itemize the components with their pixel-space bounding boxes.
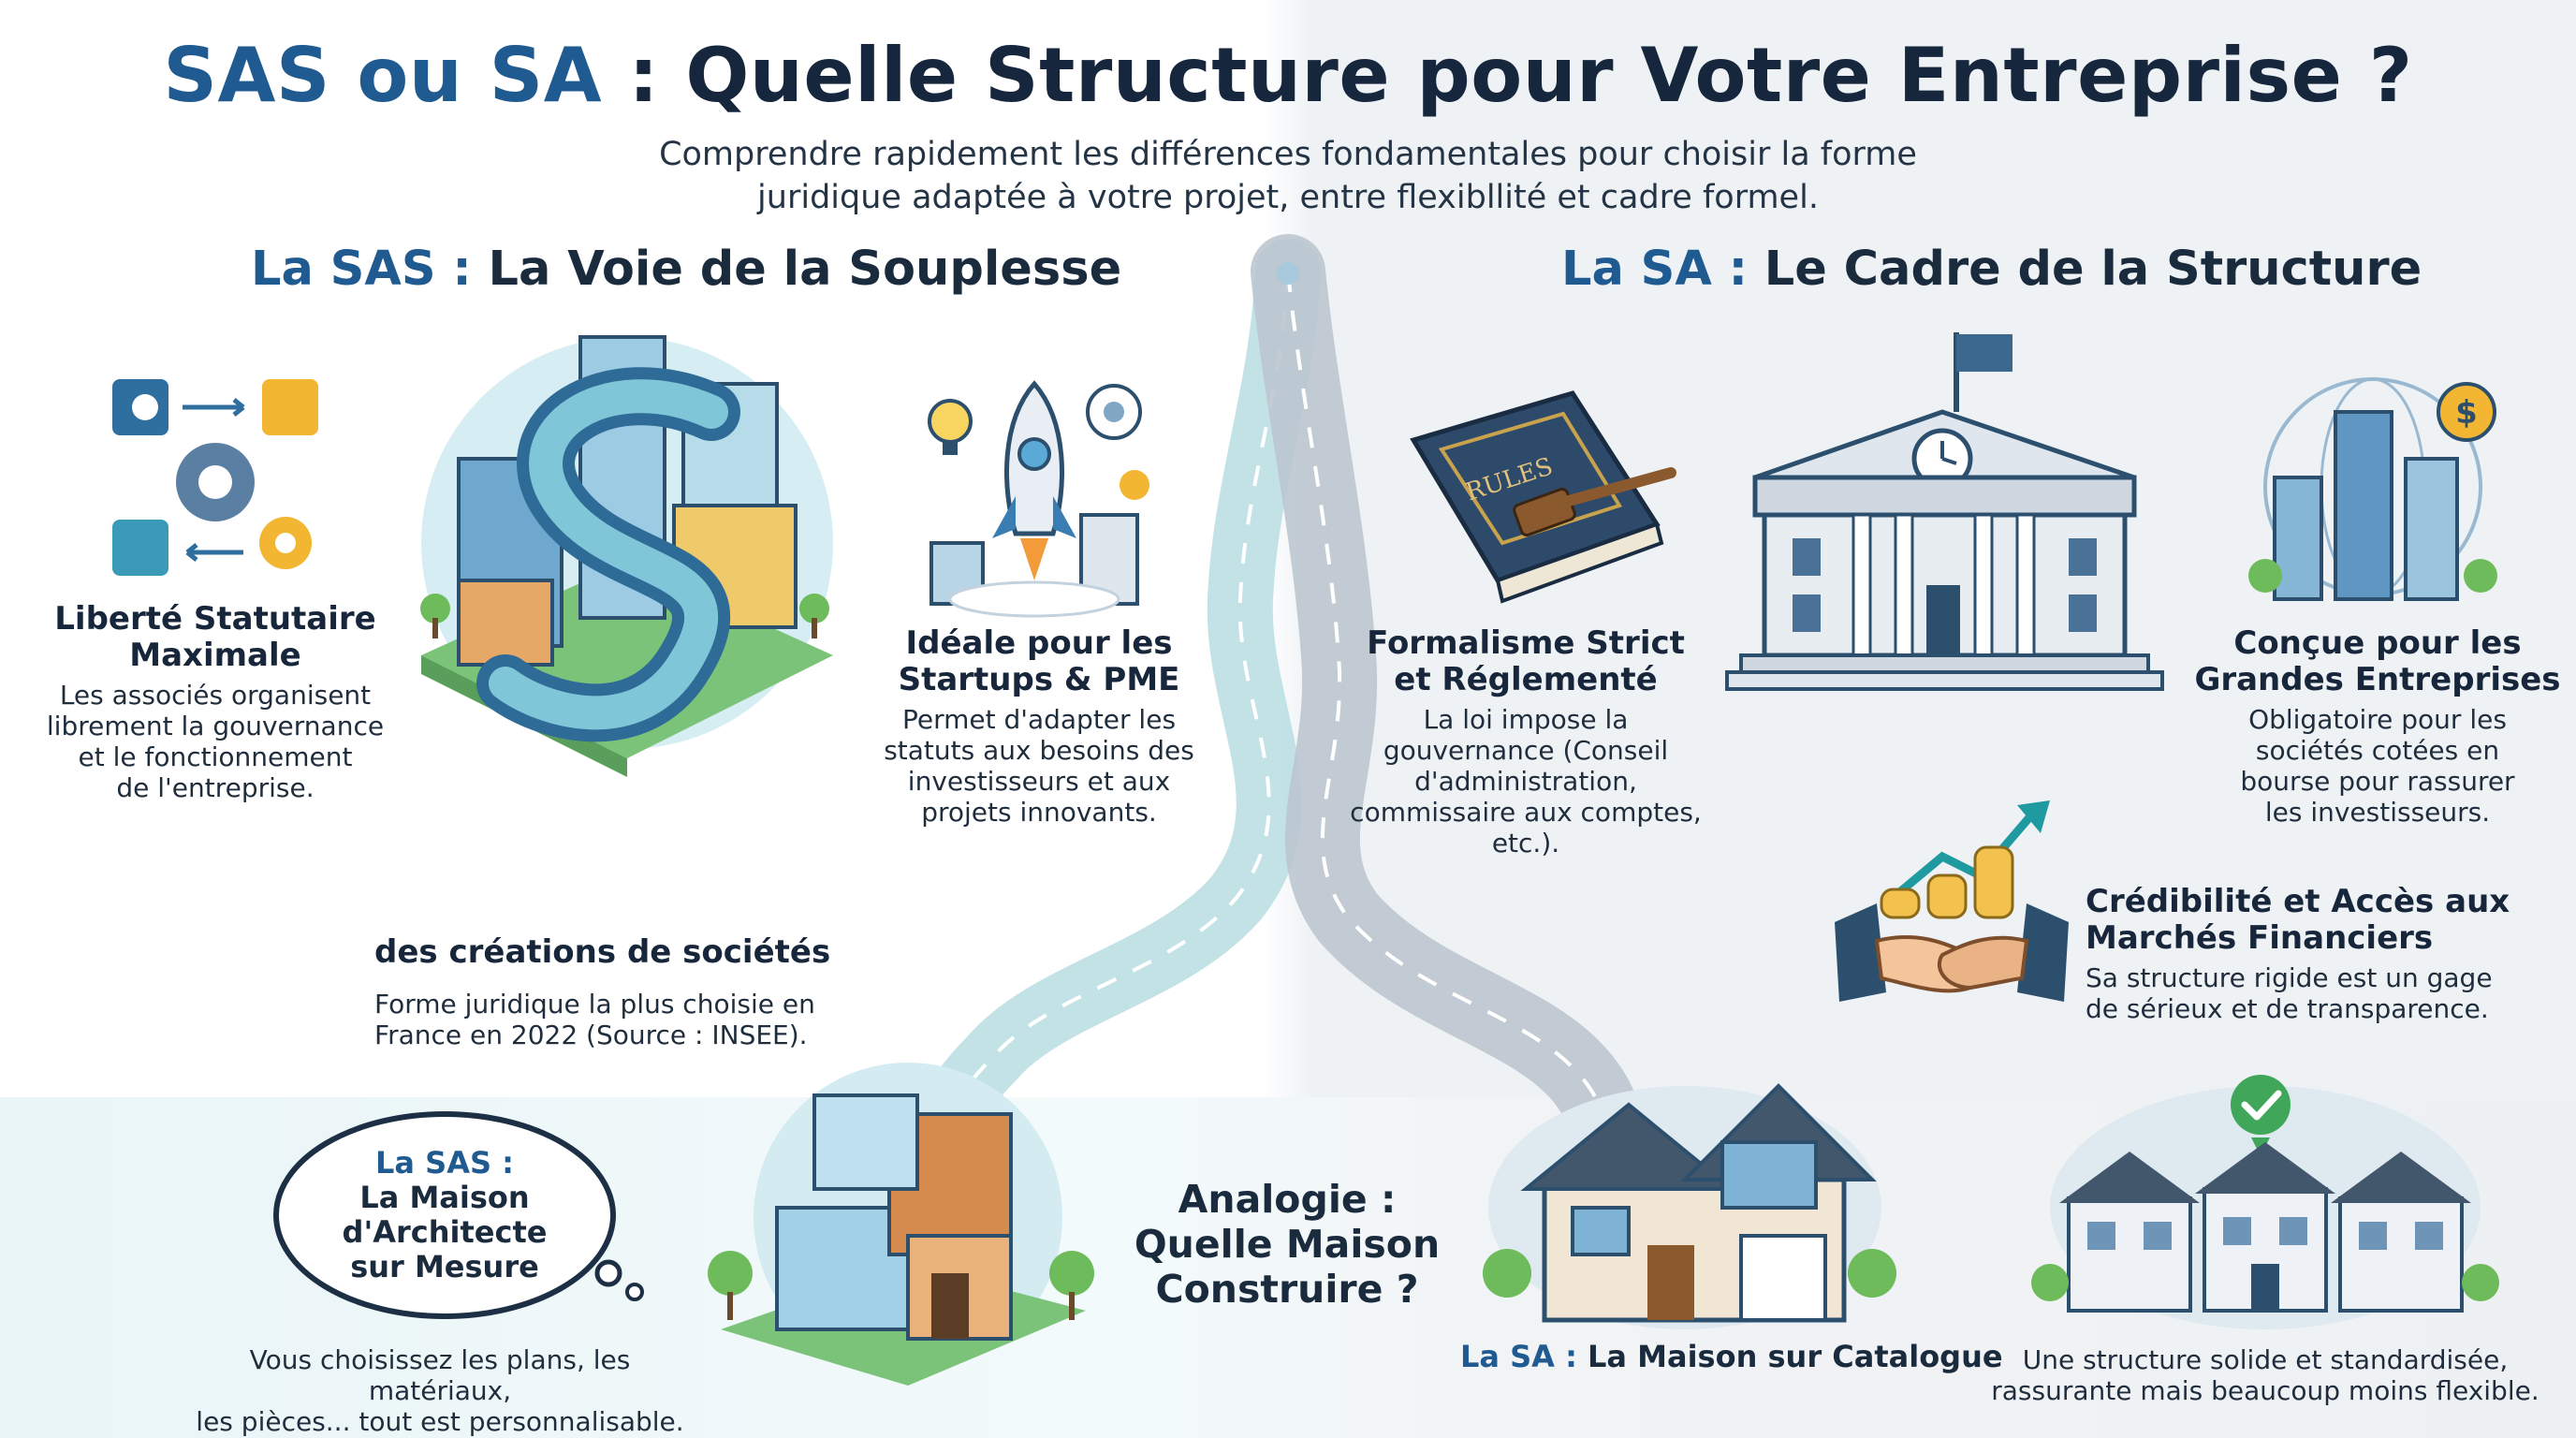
handshake-coins-icon (1835, 800, 2069, 1002)
sas-feature1-desc: Les associés organisent librement la gou… (19, 680, 412, 803)
bubble-line: La SAS : (375, 1145, 514, 1181)
feature-desc-line: Permet d'adapter les (901, 704, 1177, 735)
sas-feature2-title: Idéale pour les Startups & PME (871, 625, 1208, 698)
feature-desc-line: Obligatoire pour les (2248, 704, 2507, 735)
sa-feature2-title: Conçue pour les Grandes Entreprises (2190, 625, 2565, 698)
sas-stat-desc: Forme juridique la plus choisie en Franc… (374, 989, 815, 1050)
analogy-desc-line: rassurante mais beaucoup moins flexible. (1991, 1375, 2539, 1406)
feature-desc-line: gouvernance (Conseil (1383, 735, 1669, 766)
feature-desc-line: projets innovants. (921, 797, 1157, 828)
feature-desc-line: de l'entreprise. (116, 772, 315, 803)
sa-heading-highlight: La SA : (1561, 242, 1749, 297)
title-highlight: SAS ou SA (163, 32, 603, 119)
analogy-desc-line: Vous choisissez les plans, les matériaux… (249, 1344, 631, 1406)
sas-feature2-desc: Permet d'adapter les statuts aux besoins… (866, 704, 1212, 828)
sa-feature1-desc: La loi impose la gouvernance (Conseil d'… (1329, 704, 1722, 858)
analogy-desc-line: les pièces... tout est personnalisable. (196, 1406, 684, 1437)
analogy-desc-line: Une structure solide et standardisée, (2022, 1344, 2509, 1375)
gears-puzzle-icon (112, 379, 318, 576)
sa-heading-rest: Le Cadre de la Structure (1748, 242, 2422, 297)
feature-title-line: Conçue pour les (2233, 624, 2522, 662)
feature-desc-line: librement la gouvernance (46, 711, 385, 741)
sas-stat-title: des créations de sociétés (374, 933, 831, 971)
sas-buildings-illustration (420, 335, 833, 777)
rules-book-gavel-icon: RULES (1410, 390, 1676, 604)
feature-title-line: Crédibilité et Accès aux (2086, 883, 2510, 920)
feature-desc-line: etc.). (1491, 828, 1560, 858)
sas-heading-rest: La Voie de la Souplesse (471, 242, 1122, 297)
stat-desc-line: Forme juridique la plus choisie en (374, 989, 815, 1020)
sa-analogy-label-highlight: La SA : (1460, 1339, 1577, 1374)
sa-analogy-desc: Une structure solide et standardisée, ra… (1984, 1344, 2546, 1406)
feature-desc-line: de sérieux et de transparence. (2086, 993, 2489, 1024)
center-analogy-title: Analogie : Quelle Maison Construire ? (1105, 1177, 1470, 1312)
feature-title-line: et Réglementé (1394, 661, 1658, 698)
architect-house-illustration (708, 1063, 1094, 1386)
feature-desc-line: d'administration, (1414, 766, 1637, 797)
sas-analogy-desc: Vous choisissez les plans, les matériaux… (178, 1344, 702, 1437)
feature-title-line: Liberté Statutaire (54, 600, 376, 638)
subtitle-line: juridique adaptée à votre projet, entre … (757, 179, 1819, 216)
sa-feature2-desc: Obligatoire pour les sociétés cotées en … (2209, 704, 2546, 828)
sa-heading: La SA : Le Cadre de la Structure (1561, 242, 2422, 297)
bubble-line: sur Mesure (350, 1249, 539, 1284)
sa-feature3-desc: Sa structure rigide est un gage de série… (2086, 962, 2493, 1024)
feature-title-line: Idéale pour les (905, 624, 1173, 662)
skyscrapers-dollar-icon: $ (2248, 377, 2497, 601)
bubble-line: d'Architecte (342, 1214, 548, 1250)
subtitle-line: Comprendre rapidement les différences fo… (659, 136, 1917, 173)
feature-desc-line: La loi impose la (1423, 704, 1629, 735)
analogy-title-line: Analogie : (1178, 1177, 1397, 1222)
sas-heading: La SAS : La Voie de la Souplesse (251, 242, 1121, 297)
sa-feature1-title: Formalisme Strict et Réglementé (1357, 625, 1694, 698)
bubble-line: La Maison (359, 1180, 530, 1215)
rocket-icon (928, 380, 1149, 618)
standard-houses-illustration (2031, 1075, 2499, 1329)
analogy-title-line: Construire ? (1155, 1267, 1419, 1312)
feature-desc-line: sociétés cotées en (2255, 735, 2500, 766)
sa-analogy-label-rest: La Maison sur Catalogue (1576, 1339, 2003, 1374)
analogy-title-line: Quelle Maison (1134, 1222, 1441, 1267)
feature-desc-line: investisseurs et aux (907, 766, 1171, 797)
page-subtitle: Comprendre rapidement les différences fo… (633, 133, 1943, 219)
feature-title-line: Formalisme Strict (1367, 624, 1685, 662)
feature-desc-line: et le fonctionnement (78, 741, 353, 772)
dollar-icon: $ (2455, 394, 2478, 432)
sa-analogy-label: La SA : La Maison sur Catalogue (1460, 1339, 2003, 1374)
sas-heading-highlight: La SAS : (251, 242, 472, 297)
feature-desc-line: statuts aux besoins des (884, 735, 1194, 766)
feature-desc-line: commissaire aux comptes, (1350, 797, 1702, 828)
feature-desc-line: Sa structure rigide est un gage (2086, 962, 2493, 993)
sa-feature3-title: Crédibilité et Accès aux Marchés Financi… (2086, 884, 2510, 957)
feature-title-line: Maximale (129, 637, 301, 674)
institution-building-illustration (1725, 332, 2164, 691)
catalogue-house-illustration (1483, 1083, 1896, 1329)
title-rest: : Quelle Structure pour Votre Entreprise… (602, 32, 2413, 119)
feature-desc-line: Les associés organisent (59, 680, 372, 711)
feature-title-line: Startups & PME (898, 661, 1180, 698)
thought-bubble (273, 1111, 644, 1319)
sas-feature1-title: Liberté Statutaire Maximale (37, 601, 393, 674)
feature-desc-line: les investisseurs. (2264, 797, 2491, 828)
sas-analogy-bubble-text: La SAS : La Maison d'Architecte sur Mesu… (295, 1146, 594, 1284)
stat-desc-line: France en 2022 (Source : INSEE). (374, 1020, 808, 1050)
feature-title-line: Grandes Entreprises (2194, 661, 2561, 698)
page-title: SAS ou SA : Quelle Structure pour Votre … (0, 32, 2576, 119)
feature-desc-line: bourse pour rassurer (2240, 766, 2515, 797)
feature-title-line: Marchés Financiers (2086, 919, 2434, 957)
